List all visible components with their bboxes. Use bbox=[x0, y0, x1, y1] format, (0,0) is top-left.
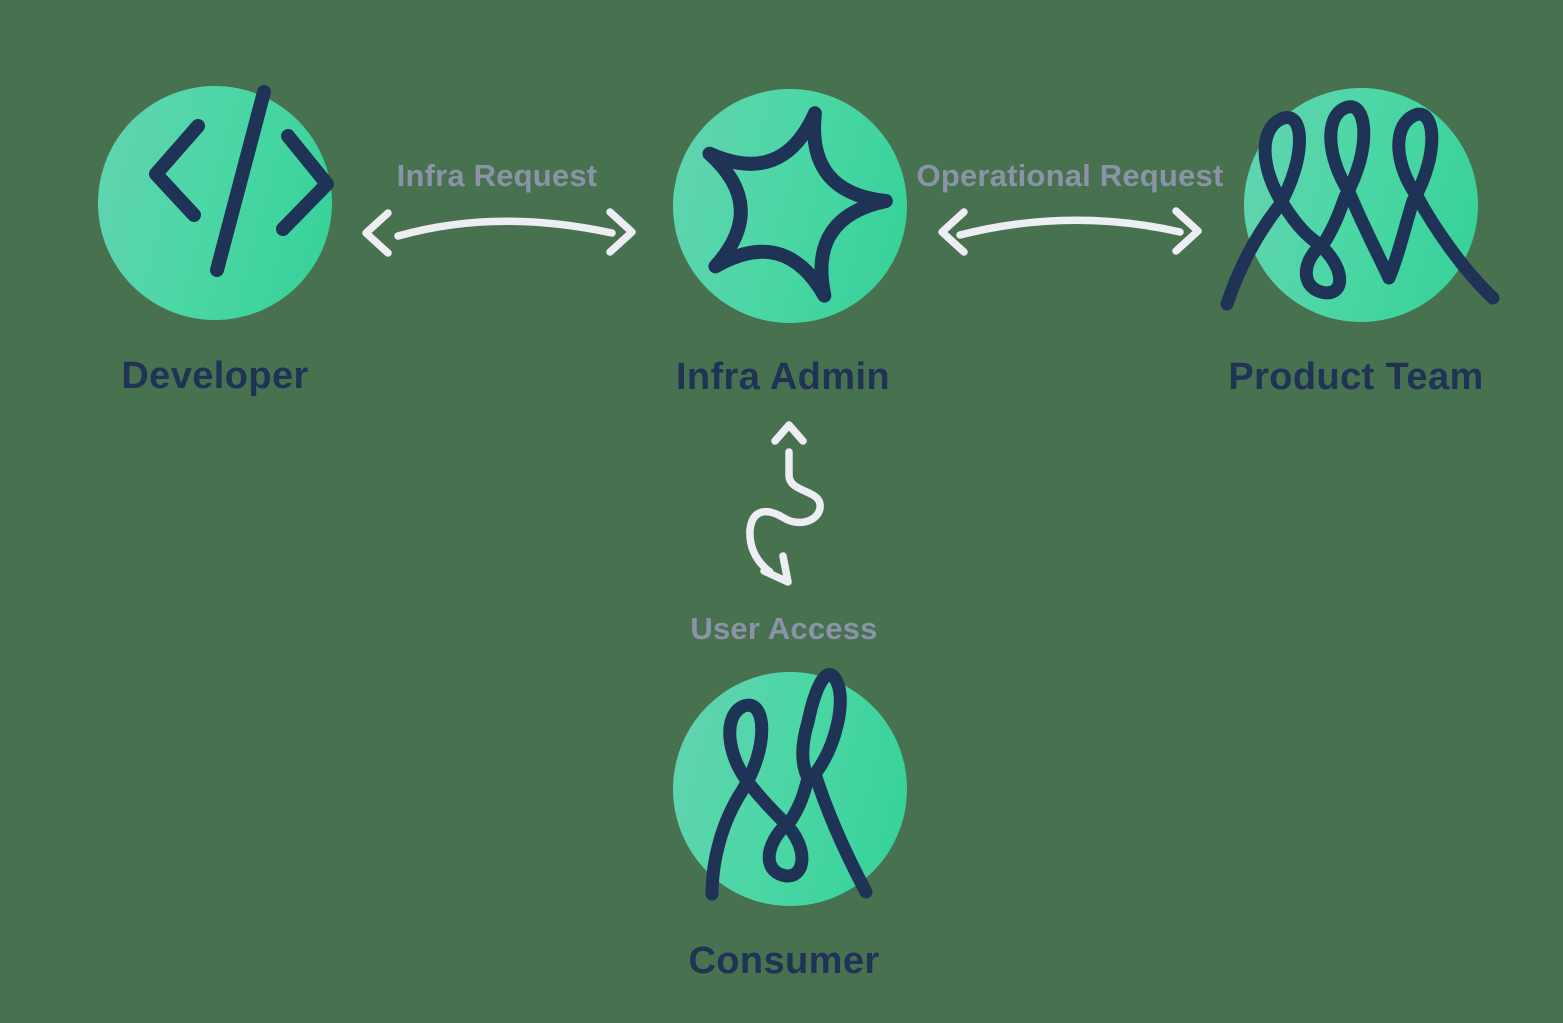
arrow-right-chevron-icon bbox=[606, 208, 636, 256]
arrow-loop-line bbox=[746, 448, 824, 576]
arrow-arc bbox=[394, 217, 616, 240]
triple-loop-scribble-icon bbox=[1220, 100, 1500, 311]
double-loop-scribble-icon bbox=[705, 668, 873, 901]
product-team-node bbox=[1220, 88, 1500, 322]
infra-request-arrow bbox=[362, 208, 636, 257]
consumer-node bbox=[673, 668, 907, 906]
code-icon bbox=[149, 85, 334, 277]
arrow-left-chevron-icon bbox=[362, 209, 392, 257]
user-access-label: User Access bbox=[690, 611, 878, 646]
consumer-label: Consumer bbox=[688, 940, 880, 982]
arrow-down-chevron-icon bbox=[760, 552, 792, 586]
infra-request-label: Infra Request bbox=[396, 158, 598, 193]
infra-admin-node bbox=[673, 89, 907, 323]
arrow-left-chevron-icon bbox=[938, 208, 968, 256]
developer-label: Developer bbox=[121, 355, 309, 397]
operational-request-arrow bbox=[938, 207, 1202, 256]
user-access-arrow bbox=[746, 421, 824, 586]
spark-star-icon bbox=[702, 106, 893, 303]
operational-request-label: Operational Request bbox=[916, 158, 1224, 193]
infra-admin-label: Infra Admin bbox=[675, 356, 891, 398]
product-team-label: Product Team bbox=[1228, 356, 1484, 398]
developer-node bbox=[98, 85, 334, 320]
arrow-right-chevron-icon bbox=[1172, 207, 1202, 255]
arrow-arc bbox=[956, 216, 1184, 239]
arrow-up-chevron-icon bbox=[771, 421, 807, 445]
